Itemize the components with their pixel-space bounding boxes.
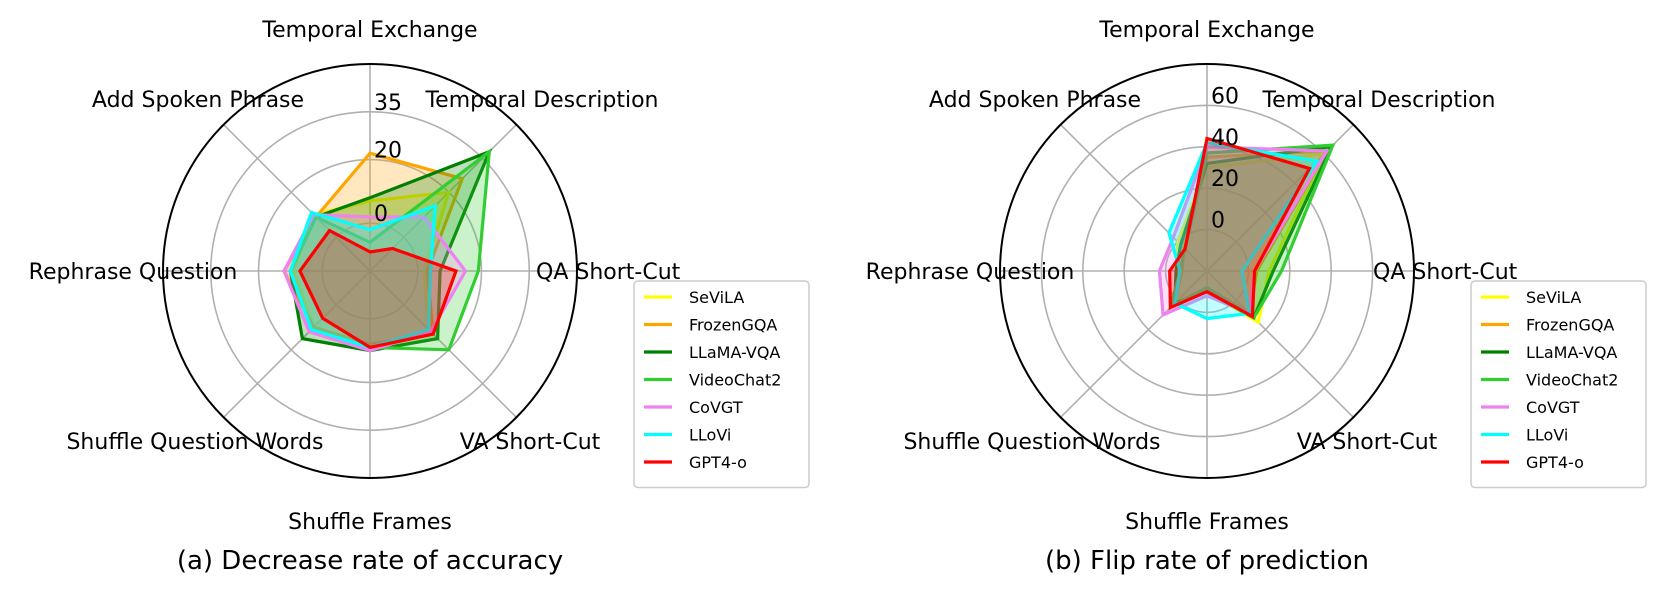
tick-label: 0 — [1211, 209, 1225, 234]
axis-label-add-spoken-phrase: Add Spoken Phrase — [929, 88, 1141, 113]
legend-label-frozengqa: FrozenGQA — [689, 316, 777, 335]
tick-label: 0 — [374, 202, 388, 227]
legend-label-llama-vqa: LLaMA-VQA — [689, 343, 780, 362]
grid-spoke — [1060, 270, 1208, 418]
series-frozengqa — [282, 151, 465, 346]
axis-label-shuffle-question-words: Shuffle Question Words — [903, 430, 1160, 455]
chart-caption: (b) Flip rate of prediction — [1045, 546, 1369, 576]
legend-label-sevila: SeViLA — [1526, 288, 1581, 307]
axis-label-temporal-description: Temporal Description — [424, 88, 658, 113]
legend-label-gpt4-o: GPT4-o — [689, 453, 747, 472]
tick-label: 20 — [1211, 167, 1239, 192]
legend-label-videochat2: VideoChat2 — [689, 371, 781, 390]
outer-frame — [999, 63, 1415, 479]
series-llovi — [1167, 140, 1320, 321]
legend-label-covgt: CoVGT — [689, 398, 743, 417]
axis-label-rephrase-question: Rephrase Question — [29, 260, 238, 285]
legend-label-llovi: LLoVi — [1526, 426, 1568, 445]
series-gpt4-o — [1168, 136, 1312, 320]
axis-label-va-short-cut: VA Short-Cut — [460, 430, 601, 455]
tick-label: 60 — [1211, 84, 1239, 109]
grid-spoke — [369, 270, 517, 418]
series-covgt — [1157, 145, 1330, 318]
legend-frame — [1470, 280, 1647, 489]
axis-label-rephrase-question: Rephrase Question — [866, 260, 1075, 285]
tick-label: 20 — [374, 139, 402, 164]
grid-spoke — [223, 124, 371, 272]
outer-frame — [162, 63, 578, 479]
axis-label-shuffle-frames: Shuffle Frames — [1125, 510, 1289, 535]
legend-frame — [633, 280, 810, 489]
series-gpt4-o — [298, 228, 459, 350]
legend-label-covgt: CoVGT — [1526, 398, 1580, 417]
series-videochat2 — [1167, 143, 1336, 321]
axis-label-temporal-exchange: Temporal Exchange — [261, 18, 477, 43]
legend-label-gpt4-o: GPT4-o — [1526, 453, 1584, 472]
legend-label-frozengqa: FrozenGQA — [1526, 316, 1614, 335]
tick-label: 40 — [1211, 126, 1239, 151]
legend-label-videochat2: VideoChat2 — [1526, 371, 1618, 390]
chart-caption: (a) Decrease rate of accuracy — [177, 546, 563, 576]
axis-label-temporal-exchange: Temporal Exchange — [1098, 18, 1314, 43]
axis-label-temporal-description: Temporal Description — [1261, 88, 1495, 113]
legend-label-sevila: SeViLA — [689, 288, 744, 307]
axis-label-va-short-cut: VA Short-Cut — [1297, 430, 1438, 455]
legend-label-llovi: LLoVi — [689, 426, 731, 445]
grid-spoke — [1206, 270, 1354, 418]
legend-label-llama-vqa: LLaMA-VQA — [1526, 343, 1617, 362]
tick-label: 35 — [374, 91, 402, 116]
axis-label-shuffle-frames: Shuffle Frames — [288, 510, 452, 535]
axis-label-shuffle-question-words: Shuffle Question Words — [66, 430, 323, 455]
axis-label-add-spoken-phrase: Add Spoken Phrase — [92, 88, 304, 113]
grid-spoke — [223, 270, 371, 418]
